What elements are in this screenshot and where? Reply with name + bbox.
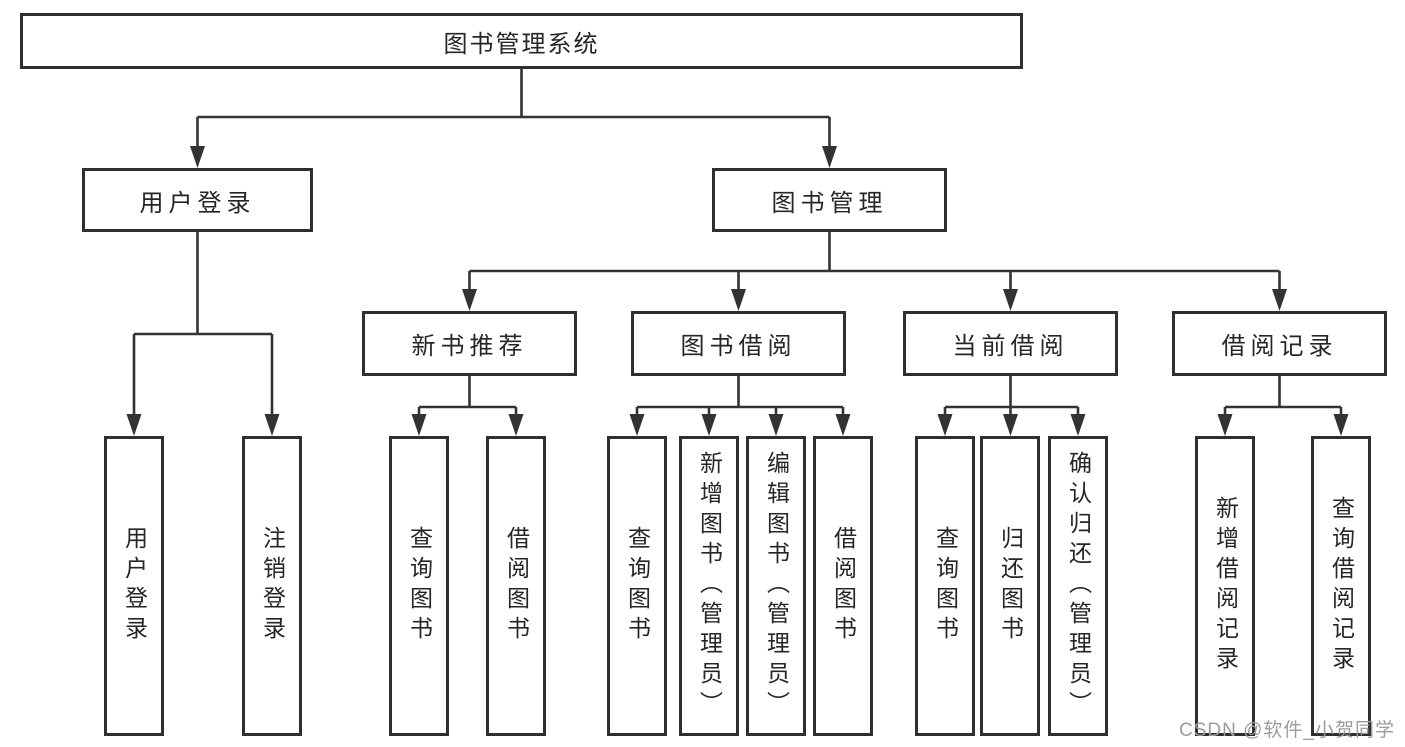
arrowhead	[835, 414, 851, 436]
arrowhead	[264, 414, 280, 436]
arrowhead	[1217, 414, 1233, 436]
connector-recommend-to-leaves	[411, 376, 524, 436]
connector-management-to-level3	[462, 232, 1287, 311]
arrowhead	[411, 414, 427, 436]
node-label: 图书管理系统	[443, 30, 600, 58]
leaf-label: 新增借阅记录	[1212, 496, 1239, 676]
arrowhead	[1070, 414, 1086, 436]
leaf-borrow-query-books: 查询图书	[607, 436, 667, 736]
leaf-label: 注销登录	[259, 526, 286, 646]
node-book-borrow: 图书借阅	[631, 311, 846, 376]
leaf-label: 查询借阅记录	[1328, 496, 1355, 676]
connector-current-to-leaves	[937, 376, 1086, 436]
leaf-label: 借阅图书	[830, 526, 857, 646]
node-label: 图书借阅	[680, 333, 797, 360]
leaf-label: 用户登录	[121, 526, 148, 646]
leaf-recommend-query-books: 查询图书	[389, 436, 449, 736]
node-user-login: 用户登录	[82, 168, 313, 232]
node-library-system: 图书管理系统	[20, 13, 1023, 69]
leaf-borrow-borrow-books: 借阅图书	[813, 436, 873, 736]
node-label: 借阅记录	[1221, 333, 1338, 360]
arrowhead	[937, 414, 953, 436]
arrowhead	[768, 414, 784, 436]
leaf-label: 查询图书	[624, 526, 651, 646]
leaf-current-return-books: 归还图书	[980, 436, 1040, 736]
arrowhead	[822, 146, 837, 168]
leaf-label: 查询图书	[932, 526, 959, 646]
leaf-label: 借阅图书	[503, 526, 530, 646]
arrowhead	[126, 414, 142, 436]
leaf-label: 查询图书	[406, 526, 433, 646]
arrowhead	[462, 289, 477, 311]
leaf-label: 编辑图书（管理员）	[763, 451, 790, 721]
connector-login-to-leaves	[126, 232, 280, 436]
node-borrow-records: 借阅记录	[1172, 311, 1387, 376]
leaf-label: 确认归还（管理员）	[1065, 451, 1092, 721]
node-label: 图书管理	[771, 189, 888, 217]
arrowhead	[701, 414, 717, 436]
leaf-logout: 注销登录	[242, 436, 302, 736]
watermark: CSDN @软件_小贺同学	[1179, 720, 1395, 741]
leaf-records-add-record: 新增借阅记录	[1195, 436, 1255, 736]
connector-borrow-to-leaves	[629, 376, 851, 436]
node-current-borrow: 当前借阅	[903, 311, 1118, 376]
leaf-current-confirm-return-admin: 确认归还（管理员）	[1048, 436, 1108, 736]
leaf-records-query-record: 查询借阅记录	[1311, 436, 1371, 736]
connector-records-to-leaves	[1217, 376, 1349, 436]
leaf-recommend-borrow-books: 借阅图书	[486, 436, 546, 736]
node-new-book-recommend: 新书推荐	[362, 311, 577, 376]
leaf-current-query-books: 查询图书	[915, 436, 975, 736]
leaf-user-login: 用户登录	[104, 436, 164, 736]
connector-root-to-level2	[190, 69, 837, 168]
leaf-borrow-add-books-admin: 新增图书（管理员）	[679, 436, 739, 736]
arrowhead	[1003, 414, 1018, 436]
arrowhead	[190, 146, 205, 168]
leaf-label: 归还图书	[997, 526, 1024, 646]
arrowhead	[1272, 289, 1287, 311]
arrowhead	[1333, 414, 1349, 436]
leaf-borrow-edit-books-admin: 编辑图书（管理员）	[746, 436, 806, 736]
node-book-management: 图书管理	[712, 168, 947, 232]
node-label: 新书推荐	[411, 333, 528, 360]
arrowhead	[731, 289, 746, 311]
arrowhead	[508, 414, 524, 436]
arrowhead	[1003, 289, 1018, 311]
node-label: 用户登录	[139, 189, 256, 217]
arrowhead	[629, 414, 645, 436]
node-label: 当前借阅	[952, 333, 1069, 360]
leaf-label: 新增图书（管理员）	[696, 451, 723, 721]
